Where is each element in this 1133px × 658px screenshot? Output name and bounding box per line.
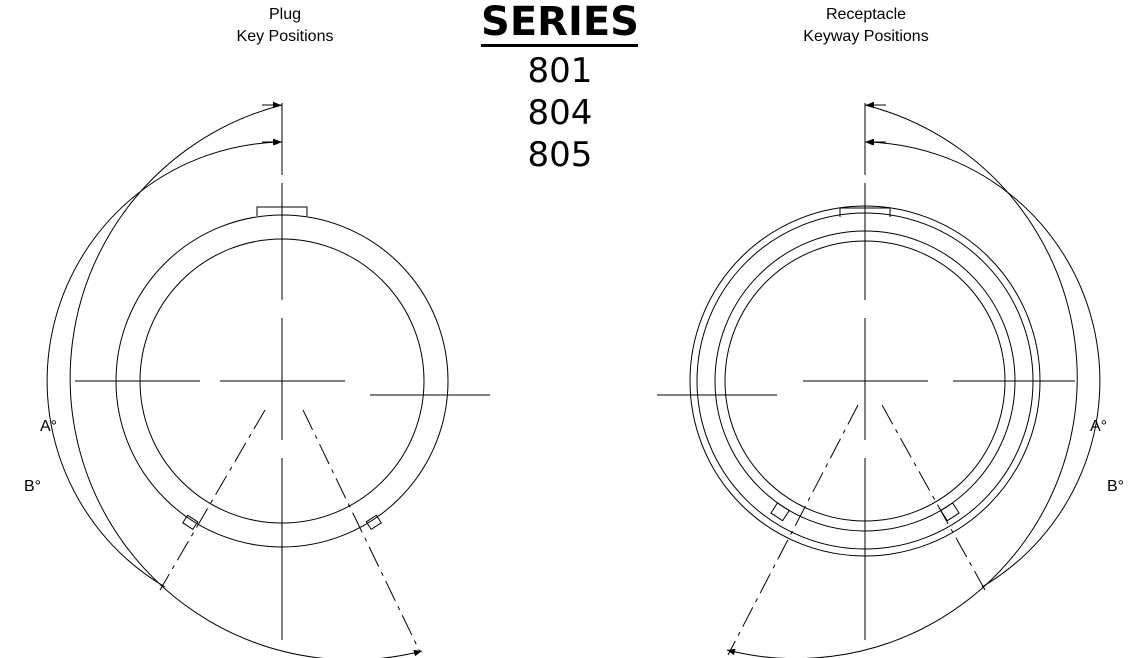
plug-a-angle-arc: [46, 138, 283, 588]
receptacle-title-line2: Keyway Positions: [803, 28, 929, 45]
series-number-2: 804: [527, 93, 593, 133]
plug-title: Plug Key Positions: [235, 4, 335, 48]
series-underline: [481, 44, 638, 47]
receptacle-b-angle-arc: [726, 104, 1078, 658]
plug-left-key: [182, 514, 199, 531]
plug-right-key: [365, 514, 382, 531]
series-heading: SERIES: [481, 0, 639, 45]
receptacle-left-keyway: [770, 502, 790, 522]
receptacle-a-angle-arc: [864, 138, 1101, 588]
receptacle-keyway-b-line: [727, 404, 859, 656]
plug-angle-b-label: B°: [24, 478, 42, 495]
plug-title-line2: Key Positions: [236, 28, 334, 45]
plug-angle-a-label: A°: [40, 418, 58, 435]
receptacle-drawing: [657, 101, 1101, 658]
receptacle-title-line1: Receptacle: [825, 6, 907, 23]
receptacle-title: Receptacle Keyway Positions: [786, 4, 946, 48]
receptacle-angle-b-label: B°: [1107, 478, 1125, 495]
plug-key-b-line: [302, 409, 421, 653]
series-number-1: 801: [527, 51, 593, 91]
plug-key-a-line: [159, 409, 266, 591]
receptacle-right-keyway: [940, 502, 960, 522]
series-number-3: 805: [527, 135, 593, 175]
receptacle-angle-a-label: A°: [1090, 418, 1108, 435]
plug-title-line1: Plug: [268, 6, 302, 23]
plug-drawing: [46, 101, 490, 658]
plug-b-angle-arc: [69, 104, 423, 658]
receptacle-keyway-a-line: [881, 404, 986, 591]
